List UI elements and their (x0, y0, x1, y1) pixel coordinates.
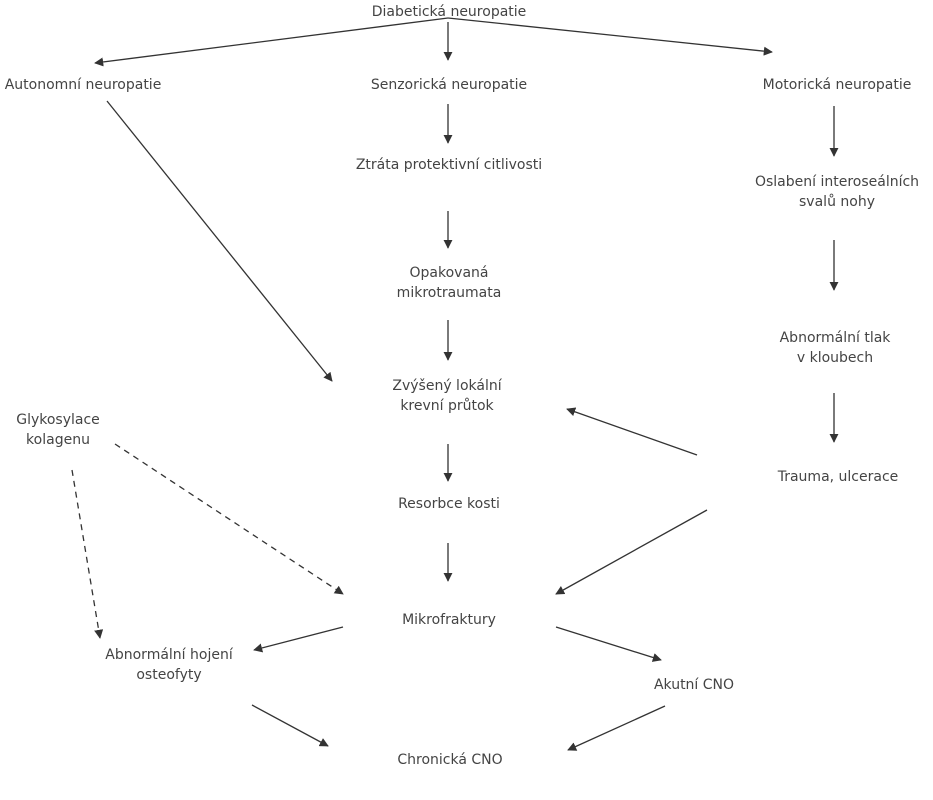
node-trauma-ulcerace: Trauma, ulcerace (778, 467, 899, 487)
node-label: Autonomní neuropatie (4, 77, 162, 93)
node-label: Akutní CNO (653, 677, 735, 693)
node-zvyseny-lokalni-krevni-prutok: Zvýšený lokální krevní průtok (392, 376, 501, 416)
node-diabeticka-neuropatie: Diabetická neuropatie (372, 2, 527, 22)
node-abnormalni-hojeni-osteofyty: Abnormální hojení osteofyty (105, 645, 232, 685)
node-label: Abnormální hojení (105, 647, 233, 663)
node-label: krevní průtok (400, 398, 494, 414)
node-senzoricka-neuropatie: Senzorická neuropatie (371, 75, 527, 95)
node-oslabeni-interosealnich-svalu: Oslabení interoseálních svalů nohy (755, 172, 919, 212)
arrow-akutni-to-chronicka (567, 705, 666, 751)
arrow-autonomni-to-zvyseny (106, 100, 333, 382)
node-label: svalů nohy (799, 194, 875, 210)
node-ztrata-protektivni-citlivosti: Ztráta protektivní citlivosti (356, 155, 542, 175)
node-label: Diabetická neuropatie (371, 4, 527, 20)
arrow-abnormalni_hojeni-to-chronicka (251, 704, 329, 747)
node-label: Resorbce kosti (398, 496, 500, 512)
node-resorbce-kosti: Resorbce kosti (398, 494, 500, 514)
node-label: Mikrofraktury (402, 612, 496, 628)
node-akutni-cno: Akutní CNO (654, 675, 734, 695)
arrow-mikrofraktury-to-abnormalni_hojeni (253, 626, 344, 653)
node-glykosylace-kolagenu: Glykosylace kolagenu (16, 410, 100, 450)
node-label: mikrotraumata (396, 285, 502, 301)
node-label: Trauma, ulcerace (777, 469, 899, 485)
node-label: Opakovaná (409, 265, 489, 281)
node-label: Motorická neuropatie (762, 77, 912, 93)
node-mikrofraktury: Mikrofraktury (402, 610, 496, 630)
node-label: v kloubech (796, 350, 874, 366)
node-label: Chronická CNO (397, 752, 503, 768)
arrow-mikrofraktury-to-akutni (555, 626, 662, 662)
arrow-diabeticka-to-motoricka (447, 17, 773, 56)
node-label: kolagenu (26, 432, 90, 448)
arrow-trauma-to-mikrofraktury (555, 509, 708, 595)
node-label: Oslabení interoseálních (754, 174, 920, 190)
node-motoricka-neuropatie: Motorická neuropatie (763, 75, 912, 95)
arrow-glykosylace-to-abnormalni_hojeni (71, 469, 104, 639)
node-label: Zvýšený lokální (392, 378, 502, 394)
node-label: Glykosylace (16, 412, 100, 428)
arrow-diabeticka-to-autonomni (94, 17, 449, 67)
node-autonomni-neuropatie: Autonomní neuropatie (5, 75, 162, 95)
arrow-trauma-to-zvyseny (566, 407, 698, 456)
node-opakovana-mikrotraumata: Opakovaná mikrotraumata (397, 263, 502, 303)
node-label: Abnormální tlak (779, 330, 891, 346)
arrow-glykosylace-to-mikrofraktury (114, 443, 344, 595)
node-abnormalni-tlak-v-kloubech: Abnormální tlak v kloubech (780, 328, 891, 368)
node-chronicka-cno: Chronická CNO (397, 750, 502, 770)
node-label: osteofyty (136, 667, 202, 683)
node-label: Senzorická neuropatie (370, 77, 528, 93)
node-label: Ztráta protektivní citlivosti (355, 157, 543, 173)
